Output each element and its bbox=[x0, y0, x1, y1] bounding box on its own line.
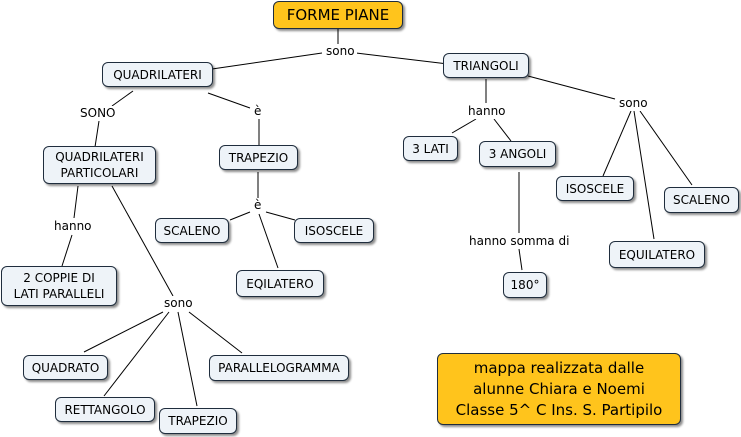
link bbox=[111, 90, 134, 107]
node-equilatero-triangolo[interactable]: EQUILATERO bbox=[609, 241, 705, 268]
label-sono-particolari: sono bbox=[162, 296, 195, 311]
link bbox=[211, 52, 323, 70]
label-hanno-triangoli: hanno bbox=[466, 104, 508, 119]
node-scaleno-trapezio[interactable]: SCALENO bbox=[155, 218, 229, 243]
node-quadrilateri-particolari[interactable]: QUADRILATERI PARTICOLARI bbox=[43, 146, 156, 184]
node-tre-lati[interactable]: 3 LATI bbox=[403, 136, 458, 161]
link bbox=[229, 211, 251, 221]
node-rettangolo[interactable]: RETTANGOLO bbox=[55, 397, 155, 422]
link bbox=[265, 211, 296, 221]
link bbox=[633, 110, 655, 240]
node-forme-piane[interactable]: FORME PIANE bbox=[273, 1, 403, 29]
link bbox=[493, 118, 512, 142]
node-180-gradi[interactable]: 180° bbox=[503, 272, 547, 298]
link bbox=[258, 213, 279, 269]
node-quadrato[interactable]: QUADRATO bbox=[23, 355, 108, 380]
node-trapezio-particolare[interactable]: TRAPEZIO bbox=[159, 408, 237, 434]
node-eqilatero[interactable]: EQILATERO bbox=[236, 270, 324, 297]
label-e-tipi-trapezio: è bbox=[252, 198, 264, 213]
link bbox=[177, 311, 198, 407]
link bbox=[188, 311, 243, 354]
node-quadrilateri[interactable]: QUADRILATERI bbox=[102, 62, 213, 87]
label-hanno-somma-di: hanno somma di bbox=[467, 234, 572, 249]
link bbox=[451, 118, 477, 134]
link bbox=[111, 185, 174, 297]
node-tre-angoli[interactable]: 3 ANGOLI bbox=[479, 141, 556, 167]
link bbox=[639, 110, 693, 186]
label-sono-triangoli: sono bbox=[617, 96, 650, 111]
node-isoscele-trapezio[interactable]: ISOSCELE bbox=[294, 218, 374, 243]
node-scaleno-triangolo[interactable]: SCALENO bbox=[664, 187, 739, 213]
link bbox=[103, 311, 170, 397]
link bbox=[83, 311, 164, 353]
node-triangoli[interactable]: TRIANGOLI bbox=[443, 53, 529, 78]
node-parallelogramma[interactable]: PARALLELOGRAMMA bbox=[209, 355, 349, 381]
label-sono: sono bbox=[324, 44, 357, 59]
link bbox=[527, 75, 616, 100]
node-coppie-lati-paralleli[interactable]: 2 COPPIE DI LATI PARALLELI bbox=[1, 266, 117, 306]
link bbox=[355, 52, 449, 65]
link bbox=[602, 110, 632, 177]
link bbox=[94, 120, 100, 148]
author-note: mappa realizzata dalle alunne Chiara e N… bbox=[437, 353, 681, 425]
label-sono-quadrilateri: SONO bbox=[78, 106, 118, 121]
link bbox=[518, 248, 523, 271]
label-hanno-particolari: hanno bbox=[52, 219, 94, 234]
link bbox=[73, 185, 79, 219]
link bbox=[61, 234, 73, 267]
link bbox=[207, 92, 251, 109]
label-e-trapezio: è bbox=[252, 104, 264, 119]
node-isoscele-triangolo[interactable]: ISOSCELE bbox=[556, 176, 634, 201]
node-trapezio[interactable]: TRAPEZIO bbox=[219, 145, 298, 170]
